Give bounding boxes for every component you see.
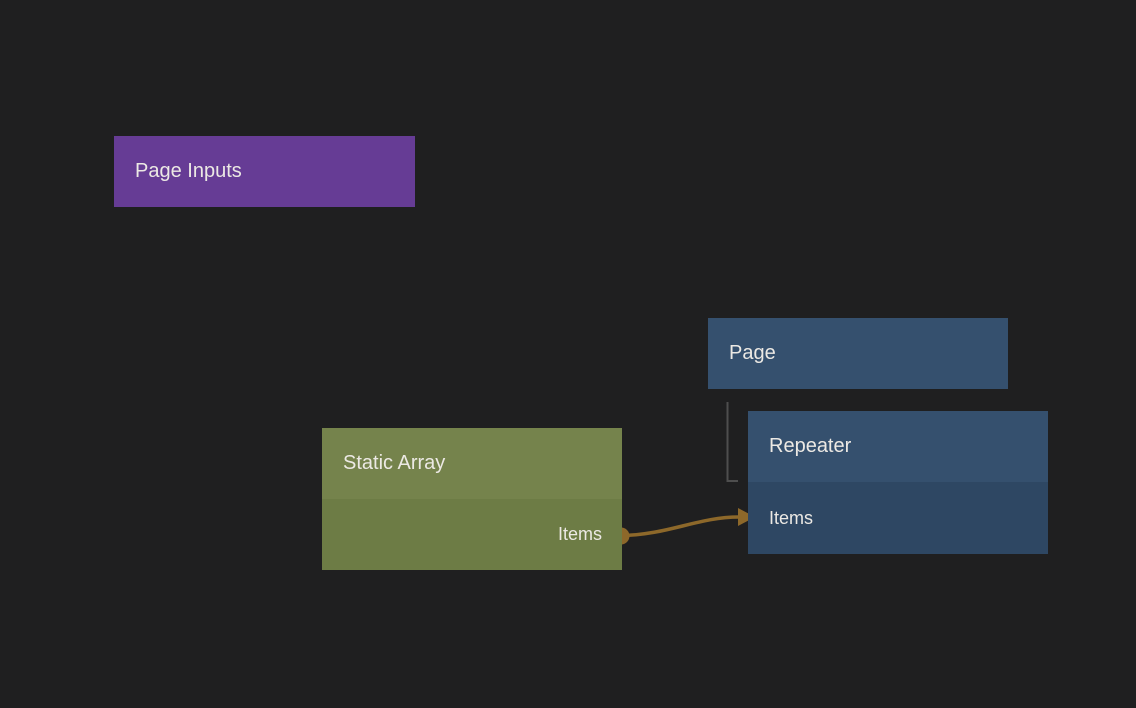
node-page-inputs-header[interactable]: Page Inputs: [114, 136, 415, 207]
wire-static-array-to-repeater[interactable]: [619, 515, 741, 538]
node-static-array-header[interactable]: Static Array: [322, 428, 622, 499]
repeater-items-input-row[interactable]: Items: [748, 482, 1048, 554]
static-array-items-output-label: Items: [557, 524, 602, 544]
node-page-inputs[interactable]: Page Inputs: [114, 136, 415, 207]
node-static-array[interactable]: Static Array Items: [322, 428, 622, 570]
node-repeater-title: Repeater: [769, 435, 852, 457]
node-repeater[interactable]: Repeater Items: [748, 411, 1048, 554]
node-page-inputs-title: Page Inputs: [135, 160, 242, 182]
static-array-items-output-row[interactable]: Items: [322, 499, 622, 570]
node-page-header[interactable]: Page: [708, 318, 1008, 389]
node-page[interactable]: Page: [708, 318, 1008, 389]
node-static-array-title: Static Array: [343, 452, 446, 474]
tree-link-line: [726, 402, 738, 482]
repeater-items-input-label: Items: [769, 507, 814, 528]
node-page-title: Page: [729, 342, 776, 364]
node-repeater-header[interactable]: Repeater: [748, 411, 1048, 482]
